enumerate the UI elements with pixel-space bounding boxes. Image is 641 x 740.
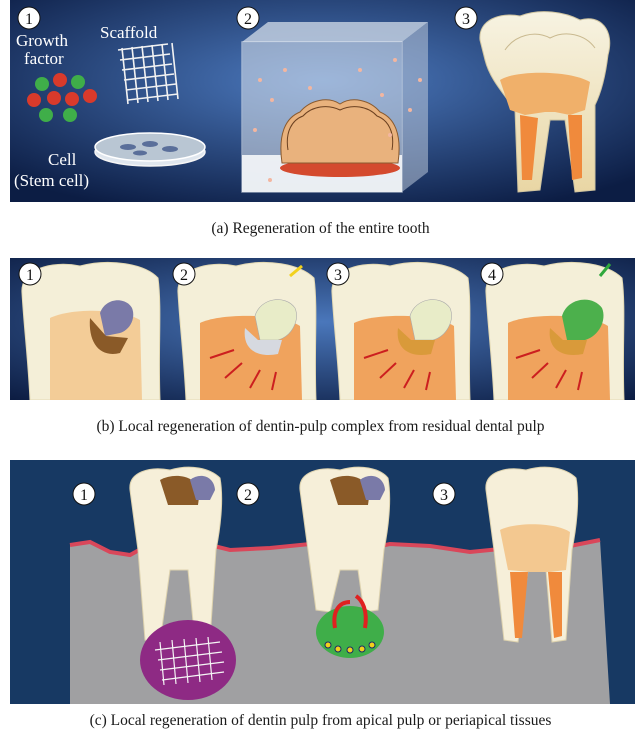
tooth-stage-1-icon xyxy=(22,262,160,400)
svg-text:2: 2 xyxy=(244,11,252,28)
caption-b: (b) Local regeneration of dentin-pulp co… xyxy=(0,418,641,436)
scaffold-purple-blob xyxy=(140,620,236,700)
svg-text:2: 2 xyxy=(244,487,252,504)
caption-a: (a) Regeneration of the entire tooth xyxy=(0,220,641,238)
step-c2-badge: 2 xyxy=(237,483,259,505)
cell-label-2: (Stem cell) xyxy=(14,171,89,190)
growth-factor-label-2: factor xyxy=(24,49,64,68)
caption-c: (c) Local regeneration of dentin pulp fr… xyxy=(0,712,641,730)
step-b2-badge: 2 xyxy=(173,263,195,285)
svg-text:3: 3 xyxy=(440,487,448,504)
svg-text:3: 3 xyxy=(334,267,342,284)
step-c3-badge: 3 xyxy=(433,483,455,505)
svg-text:1: 1 xyxy=(26,267,34,284)
tooth-stage-2-icon xyxy=(178,262,316,400)
panel-c: 1 2 3 xyxy=(10,460,635,704)
panel-a: 1 Growth factor Scaffold Cell (Stem cell… xyxy=(10,0,635,202)
tooth-stage-3-icon xyxy=(332,262,470,400)
step-b4-badge: 4 xyxy=(481,263,503,285)
step-b1-badge: 1 xyxy=(19,263,41,285)
svg-text:2: 2 xyxy=(180,267,188,284)
step-3-badge: 3 xyxy=(455,7,477,29)
step-2-badge: 2 xyxy=(237,7,259,29)
petri-dish-icon xyxy=(95,133,205,166)
cell-label-1: Cell xyxy=(48,150,77,169)
panel-b: 1 2 3 4 xyxy=(10,258,635,400)
tooth-stage-4-icon xyxy=(486,262,624,400)
svg-text:3: 3 xyxy=(462,11,470,28)
growth-factor-label-1: Growth xyxy=(16,31,68,50)
svg-text:4: 4 xyxy=(488,267,496,284)
scaffold-label: Scaffold xyxy=(100,23,158,42)
svg-text:1: 1 xyxy=(80,487,88,504)
svg-text:1: 1 xyxy=(25,11,33,28)
step-c1-badge: 1 xyxy=(73,483,95,505)
culture-chamber-icon xyxy=(242,22,428,192)
step-1-badge: 1 xyxy=(18,7,40,29)
step-b3-badge: 3 xyxy=(327,263,349,285)
